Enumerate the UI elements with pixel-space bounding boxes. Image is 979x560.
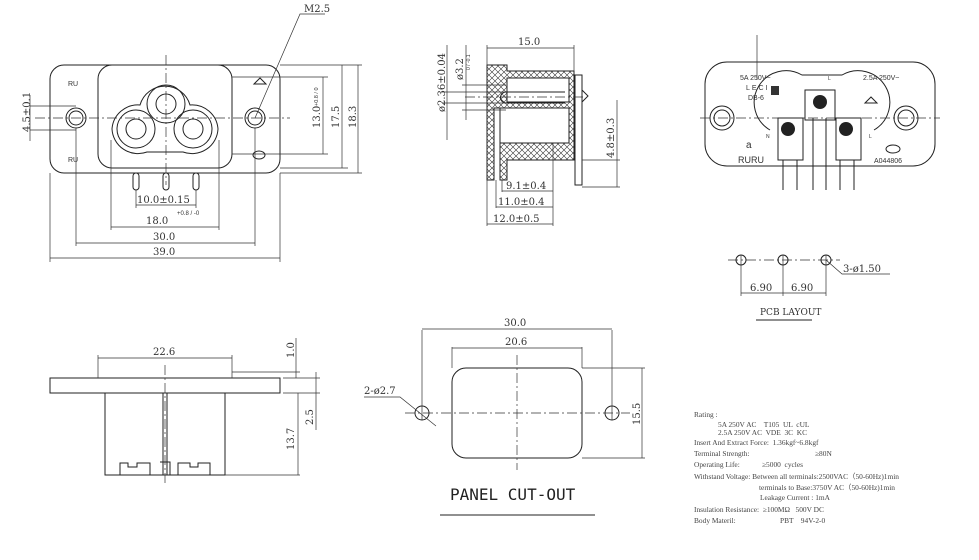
ccc-mark-icon <box>252 150 266 160</box>
dim-side-c: 12.0±0.5 <box>493 214 540 225</box>
dim-body-width: 18.0 <box>146 216 168 227</box>
spec-terminal-value: ≥80N <box>815 449 832 458</box>
dim-bottom-width: 22.6 <box>153 347 175 358</box>
dim-side-b: 11.0±0.4 <box>498 197 545 208</box>
pcb-hole-label: 3-ø1.50 <box>843 264 881 275</box>
ccc-mark-icon <box>885 144 901 154</box>
dim-bottom-depth: 13.7 <box>286 428 297 450</box>
spec-body-label: Body Materil: <box>694 516 736 525</box>
spec-leakage: Leakage Current : 1mA <box>760 493 831 502</box>
dim-pin-diameter: ø2.36±0.04 <box>437 53 448 112</box>
warning-triangle-icon <box>863 96 879 104</box>
dim-hole-diameter-tol: 0 / -0.1 <box>466 54 472 70</box>
spec-life-label: Operating Life: <box>694 460 740 469</box>
dim-cutout-height: 15.5 <box>632 403 643 425</box>
dim-hole-diameter: ø3.2 <box>455 58 466 80</box>
pcb-pitch-2: 6.90 <box>791 283 813 294</box>
dim-side-a: 9.1±0.4 <box>506 181 546 192</box>
rear-mark-a: a <box>746 140 752 151</box>
rear-view: 5A 250V~ LECI DB-6 2.5A 250V~ a N L L RU… <box>700 35 940 190</box>
dim-screw-height: 4.5±0.1 <box>22 92 33 132</box>
pcb-layout: 3-ø1.50 6.90 6.90 PCB LAYOUT <box>728 254 890 321</box>
ul-mark-icon: RU <box>68 81 78 88</box>
dim-pin-offset: 4.8±0.3 <box>606 118 617 158</box>
spec-withstand-2: terminals to Base:3750V AC（50-60Hz)1min <box>759 483 895 492</box>
dim-inner-height-tol: +0.8 / 0 <box>314 87 320 106</box>
rear-model: DB-6 <box>748 95 764 102</box>
rear-cert-code: A044806 <box>874 158 902 165</box>
dim-height-1: 17.5 <box>331 106 342 128</box>
rear-pin-l: L <box>869 134 872 140</box>
qr-code-icon <box>771 86 779 95</box>
dim-hole-pitch: 30.0 <box>153 232 175 243</box>
spec-rating-2: 2.5A 250V AC VDE 3C KC <box>718 428 807 437</box>
front-view: RU RU M2.5 4.5±0.1 10.0±0.15 18.0 +0.8 /… <box>22 4 362 262</box>
dim-height-2: 18.3 <box>348 106 359 128</box>
spec-force: Insert And Extract Force: 1.36kgf~6.8kgf <box>694 438 819 447</box>
ul-mark-icon: RU <box>68 157 78 164</box>
bottom-view: 22.6 1.0 2.5 13.7 <box>49 338 320 485</box>
dim-cutout-width: 20.6 <box>505 337 527 348</box>
pcb-layout-title: PCB LAYOUT <box>760 308 821 318</box>
screw-label: M2.5 <box>304 4 330 15</box>
neutral-socket <box>116 109 156 149</box>
cutout-hole-label: 2-ø2.7 <box>364 386 396 397</box>
spec-rating-1: 5A 250V AC T105 UL cUL <box>718 420 810 429</box>
dim-inner-height: 13.0 <box>312 106 323 128</box>
dim-flange: 1.0 <box>286 342 297 358</box>
rear-rating-right: 2.5A 250V~ <box>863 75 899 82</box>
dim-overall-width: 39.0 <box>153 247 175 258</box>
spec-body-value: PBT 94V-2-0 <box>780 516 825 525</box>
panel-cutout: 30.0 20.6 15.5 2-ø2.7 PANEL CUT-OUT <box>364 318 645 516</box>
spec-terminal-label: Terminal Strength: <box>694 449 750 458</box>
live-socket <box>173 109 213 149</box>
rear-brand: LECI <box>746 85 770 92</box>
ul-mark-icon: RURU <box>738 155 764 165</box>
rear-pin-l-top: L <box>828 76 831 82</box>
rear-rating-left: 5A 250V~ <box>740 75 771 82</box>
dim-cutout-hole-pitch: 30.0 <box>504 318 526 329</box>
spec-life-value: ≥5000 cycles <box>762 460 803 469</box>
side-view: 15.0 ø2.36±0.04 ø3.2 0 / -0.1 4.8±0.3 9.… <box>437 37 620 226</box>
spec-insulation: Insulation Resistance: ≥100MΩ 500V DC <box>694 505 824 514</box>
dim-step: 2.5 <box>305 409 316 425</box>
pcb-pitch-1: 6.90 <box>750 283 772 294</box>
dim-pin-pitch: 10.0±0.15 <box>137 195 190 206</box>
spec-rating-label: Rating : <box>694 410 718 419</box>
specifications: Rating : 5A 250V AC T105 UL cUL 2.5A 250… <box>694 410 899 525</box>
dim-body-width-tol: +0.8 / -0 <box>177 211 200 217</box>
warning-triangle-icon <box>252 77 268 85</box>
rear-pin-n: N <box>766 134 770 140</box>
spec-withstand-1: Withstand Voltage: Between all terminals… <box>694 472 899 481</box>
panel-cutout-title: PANEL CUT-OUT <box>450 485 576 504</box>
dim-side-depth: 15.0 <box>518 37 540 48</box>
